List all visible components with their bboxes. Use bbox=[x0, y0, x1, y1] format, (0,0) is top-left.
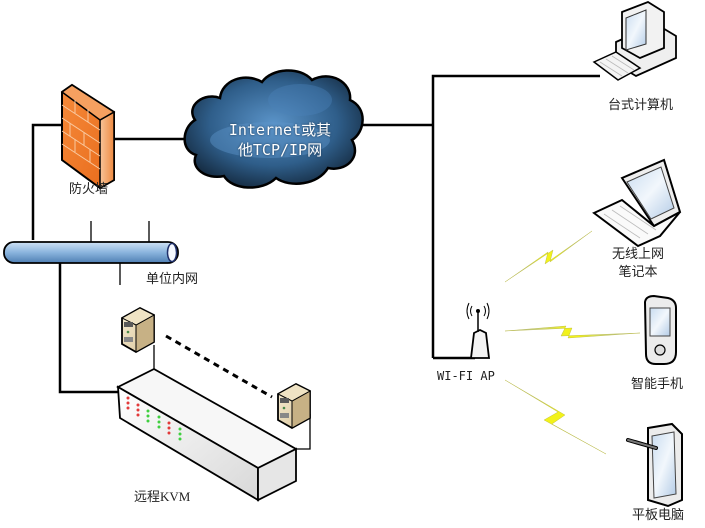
kvm-leds bbox=[126, 396, 182, 441]
server-left-icon[interactable] bbox=[120, 306, 156, 354]
internet-label-line1: Internet或其 bbox=[228, 121, 332, 139]
internet-label-line2: 他TCP/IP网 bbox=[237, 141, 323, 159]
cloud-icon[interactable] bbox=[183, 69, 364, 189]
wireless-link-smartphone bbox=[504, 325, 641, 339]
link-lan-kvm bbox=[58, 262, 120, 394]
laptop-icon[interactable] bbox=[592, 158, 682, 248]
wifi-router-icon[interactable] bbox=[466, 302, 491, 359]
smartphone-label: 智能手机 bbox=[631, 377, 684, 392]
server-right-icon[interactable] bbox=[276, 382, 312, 430]
laptop-label-line2: 笔记本 bbox=[618, 265, 658, 280]
wireless-link-laptop bbox=[504, 230, 593, 283]
link-junction-desktop bbox=[431, 74, 600, 358]
tablet-label: 平板电脑 bbox=[632, 508, 685, 523]
tablet-icon[interactable] bbox=[626, 422, 683, 508]
desktop-label: 台式计算机 bbox=[608, 98, 674, 113]
link-lan-firewall bbox=[31, 123, 62, 240]
link-servers-dashed bbox=[165, 334, 273, 399]
wifi-ap-label: WI-FI AP bbox=[437, 369, 495, 383]
thin-links bbox=[90, 221, 311, 450]
laptop-label-line1: 无线上网 bbox=[612, 247, 665, 262]
kvm-label: 远程KVM bbox=[134, 489, 191, 504]
kvm-switch-icon[interactable] bbox=[116, 367, 298, 502]
lan-label: 单位内网 bbox=[146, 272, 199, 287]
lan-bus-icon[interactable] bbox=[3, 241, 179, 264]
wireless-link-tablet bbox=[504, 379, 607, 455]
firewall-label: 防火墙 bbox=[69, 182, 109, 197]
smartphone-icon[interactable] bbox=[643, 294, 677, 365]
firewall-icon[interactable] bbox=[60, 83, 116, 190]
laptop-label: 无线上网 笔记本 bbox=[612, 246, 664, 282]
wired-links bbox=[31, 74, 600, 394]
internet-label: Internet或其 他TCP/IP网 bbox=[210, 120, 350, 160]
link-kvm-server-right bbox=[296, 414, 311, 450]
desktop-computer-icon[interactable] bbox=[592, 0, 677, 81]
